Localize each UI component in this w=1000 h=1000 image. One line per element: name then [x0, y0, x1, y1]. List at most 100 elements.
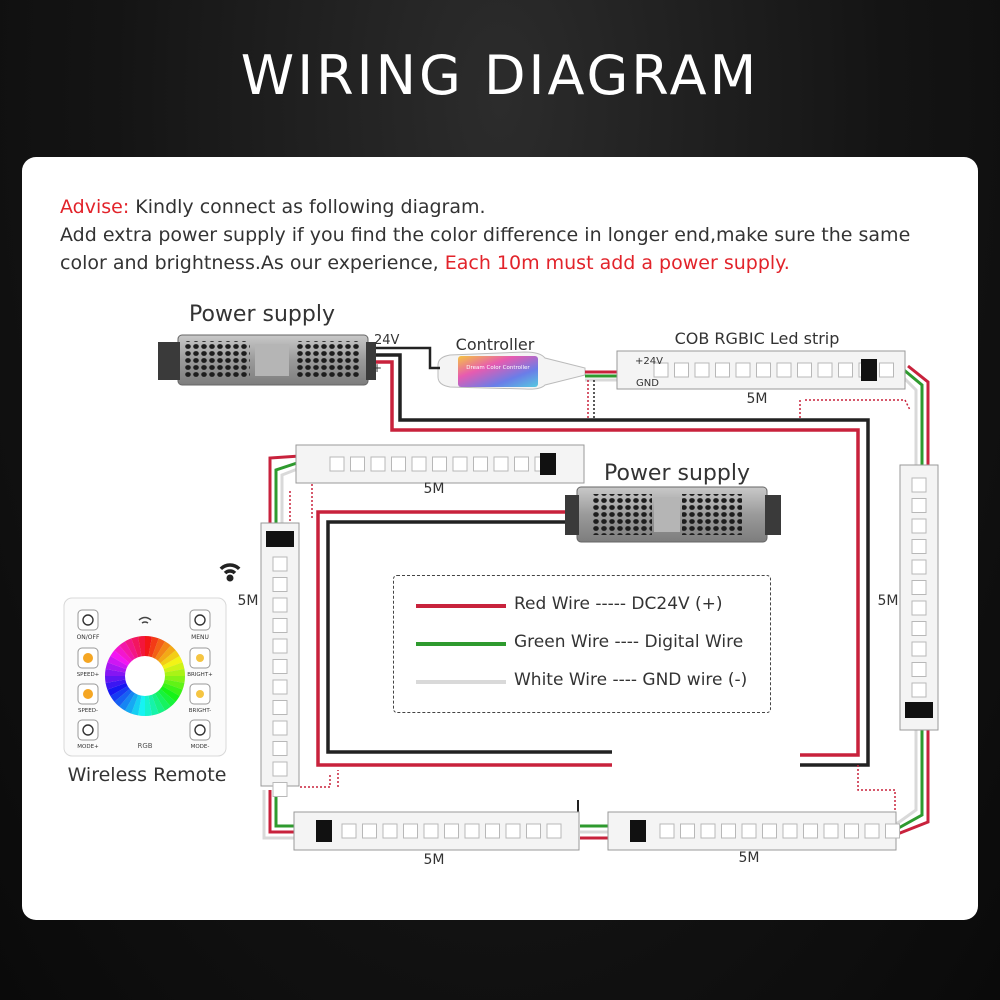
led-chip	[762, 823, 777, 839]
mode-minus-button: MODE-	[189, 719, 211, 750]
advise-text: Advise: Kindly connect as following diag…	[60, 193, 950, 277]
led-chip	[911, 518, 927, 534]
led-chip	[864, 823, 880, 839]
led-strip-left	[260, 522, 300, 797]
bright-plus-label: BRIGHT+	[187, 672, 213, 678]
led-chip	[715, 362, 730, 378]
led-chip	[452, 456, 468, 472]
driver-ic-chip	[861, 359, 877, 381]
legend-red-line	[416, 604, 506, 608]
led-chip	[694, 362, 710, 378]
led-chip	[823, 823, 839, 839]
menu-button: MENU	[189, 609, 211, 641]
led-chip	[350, 456, 365, 472]
led-chip	[272, 577, 288, 592]
driver-ic-chip	[630, 820, 646, 842]
bright-minus-label: BRIGHT-	[189, 708, 211, 714]
speed-minus-button: SPEED-	[77, 683, 99, 714]
led-strip-top-right	[616, 350, 906, 390]
led-chip	[546, 823, 562, 839]
on-off-button: ON/OFF	[77, 609, 100, 641]
led-chip	[485, 823, 500, 839]
wifi-signal-icon	[219, 563, 241, 582]
speed-plus-button: SPEED+	[77, 647, 100, 678]
plus-label: +	[372, 361, 382, 375]
led-chip	[464, 823, 480, 839]
speed-minus-label: SPEED-	[78, 708, 98, 714]
legend-row-red: Red Wire ----- DC24V (+)	[416, 594, 756, 618]
led-chip	[735, 362, 751, 378]
pin-gnd-label: GND	[636, 378, 659, 389]
led-chip	[272, 720, 288, 736]
strip-title-label: COB RGBIC Led strip	[675, 329, 840, 348]
led-chip	[844, 823, 859, 839]
led-chip	[911, 621, 927, 636]
power-supply-1	[158, 334, 376, 386]
led-chip	[653, 362, 669, 378]
led-chip	[776, 362, 792, 378]
led-strip-bottom-right	[607, 811, 900, 851]
led-chip	[391, 456, 406, 472]
strip-length-top-left: 5M	[424, 481, 445, 497]
legend-row-green: Green Wire ---- Digital Wire	[416, 632, 756, 656]
led-chip	[911, 498, 927, 513]
wires	[262, 346, 930, 840]
led-chip	[911, 580, 927, 595]
led-chip	[659, 823, 675, 839]
led-chip	[879, 362, 894, 378]
led-chip	[272, 618, 288, 633]
led-chip	[721, 823, 736, 839]
advise-highlight: Each 10m must add a power supply.	[444, 252, 790, 274]
led-chip	[370, 456, 386, 472]
wire-legend: Red Wire ----- DC24V (+) Green Wire ----…	[393, 575, 771, 713]
led-chip	[911, 559, 927, 575]
legend-green-text: Green Wire ---- Digital Wire	[514, 632, 744, 652]
strip-length-bottom-right: 5M	[739, 850, 760, 866]
driver-ic-chip	[540, 453, 556, 475]
led-chip	[756, 362, 771, 378]
led-chip	[526, 823, 541, 839]
led-chip	[911, 477, 927, 493]
pin-24v-label: +24V	[635, 356, 663, 367]
led-chip	[680, 823, 695, 839]
led-chip	[341, 823, 357, 839]
legend-green-line	[416, 642, 506, 646]
led-chip	[272, 782, 288, 797]
mode-minus-label: MODE-	[191, 744, 210, 750]
strip-length-left: 5M	[238, 593, 259, 609]
led-chip	[911, 662, 927, 677]
led-strip-top-left	[295, 444, 585, 484]
legend-row-white: White Wire ---- GND wire (-)	[416, 670, 756, 694]
led-chip	[272, 638, 288, 654]
remote-wifi-icon	[138, 616, 152, 624]
remote-rgb-label: RGB	[137, 742, 152, 750]
diagram-card: Advise: Kindly connect as following diag…	[22, 157, 978, 920]
led-chip	[403, 823, 418, 839]
led-chip	[674, 362, 689, 378]
wireless-remote-label: Wireless Remote	[68, 764, 227, 786]
speed-plus-label: SPEED+	[77, 672, 100, 678]
led-chip	[838, 362, 853, 378]
driver-ic-chip	[316, 820, 332, 842]
advise-line1: Kindly connect as following diagram.	[129, 196, 486, 218]
controller-device-text: Dream Color Controller	[466, 365, 530, 371]
led-strip-bottom-left	[293, 811, 580, 851]
led-chip	[272, 741, 288, 756]
advise-label: Advise:	[60, 196, 130, 218]
power-supply-2	[565, 486, 781, 543]
legend-white-text: White Wire ---- GND wire (-)	[514, 670, 748, 690]
power-supply-2-label: Power supply	[604, 461, 750, 486]
strip-length-right: 5M	[878, 593, 899, 609]
led-chip	[797, 362, 812, 378]
led-chip	[272, 556, 288, 572]
led-strip-right	[899, 464, 939, 731]
legend-white-line	[416, 680, 506, 684]
mode-plus-label: MODE+	[77, 744, 99, 750]
legend-red-text: Red Wire ----- DC24V (+)	[514, 594, 723, 614]
led-chip	[493, 456, 509, 472]
led-chip	[700, 823, 716, 839]
led-chip	[911, 682, 927, 698]
wireless-remote: ON/OFF MENU SPEED+ BRIGHT+ SPEED- BRIGHT…	[63, 597, 227, 757]
led-chip	[473, 456, 488, 472]
